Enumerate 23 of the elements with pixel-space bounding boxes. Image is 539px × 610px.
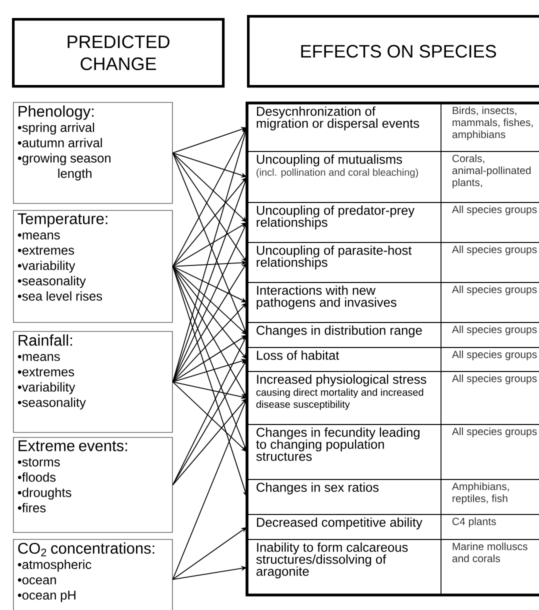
table-row: Loss of habitat All species groups [247,347,539,372]
arrow [172,381,247,452]
table-row: Changes in fecundity leading to changing population structures All species groups [247,424,539,480]
change-box: Extreme events: •storms •floods •droughts •fires [13,437,173,533]
table-row: Changes in distribution range All species groups [247,322,539,348]
table-row: Interactions with new pathogens and invasives All species groups [247,282,539,323]
change-box: Temperature: •means •extremes •variability •seasonality •sea level rises [13,210,173,323]
table-row: Inability to form calcareous structures/dissolving of aragonite Marine molluscs and corals [247,539,539,596]
change-box: CO$_{2}$ concentrations: •atmospheric •ocean •ocean pH [13,539,173,610]
arrow [172,266,247,335]
table-row: Uncoupling of parasite-host relationships All species groups [247,242,539,283]
table-row: Increased physiological stress causing direct mortality and increased disease susceptibility All species groups [247,371,539,425]
table-row: Changes in sex ratios Amphibians, reptiles, fish [247,479,539,515]
table-row: Decreased competitive ability C4 plants [247,514,539,540]
heading-box: PREDICTED CHANGE [12,18,225,88]
heading-box: EFFECTS ON SPECIES [247,15,539,88]
change-box: Phenology: •spring arrival •autumn arrival •growing season length [13,102,173,204]
change-box: Rainfall: •means •extremes •variability •seasonality [13,331,173,433]
table-row: Uncoupling of mutualisms (incl. pollination and coral bleaching) Corals, animal-pollinated plants, [247,151,539,203]
node-label: Birds, insects, mammals, fishes, amphibians [452,106,533,140]
table-row: Uncoupling of predator-prey relationships All species groups [247,202,539,243]
arrow [172,152,247,222]
node-label: Desycnhronization of migration or dispersal events [256,106,420,130]
